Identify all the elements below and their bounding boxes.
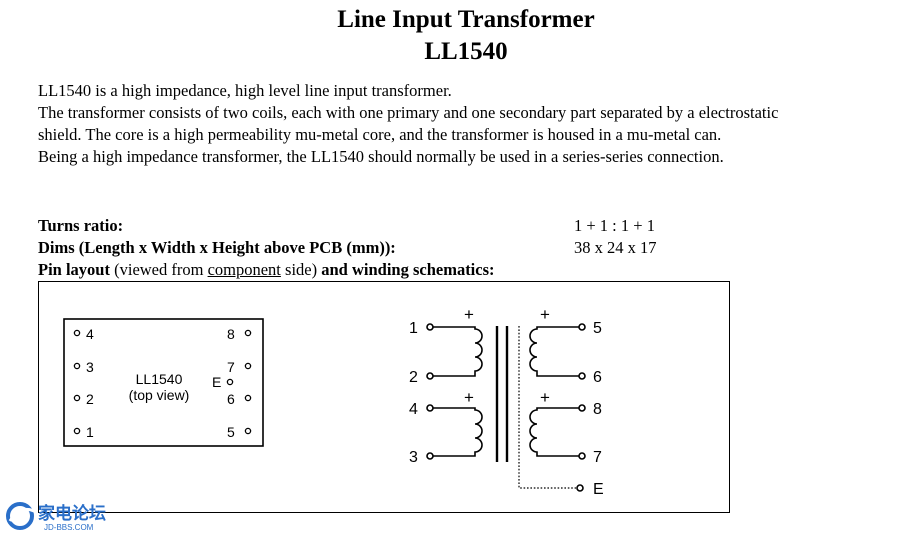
polarity-primary-bottom: + (464, 388, 474, 407)
pin-label-2: 2 (86, 391, 94, 407)
terminal-5-dot (578, 323, 586, 331)
terminal-e-dot (576, 484, 584, 492)
pin-label-5: 5 (227, 424, 235, 440)
pin-dot-2 (73, 394, 81, 402)
terminal-7-dot (578, 452, 586, 460)
pin-label-8: 8 (227, 326, 235, 342)
terminal-e-label: E (593, 481, 604, 498)
pin-dot-3 (73, 362, 81, 370)
turns-ratio-value: 1 + 1 : 1 + 1 (574, 216, 655, 235)
terminal-2-label: 2 (409, 369, 418, 386)
description-line-3: shield. The core is a high permeability … (38, 125, 722, 144)
pin-layout-component: component (207, 260, 281, 279)
terminal-5-label: 5 (593, 320, 602, 337)
terminal-8-dot (578, 404, 586, 412)
terminal-7-label: 7 (593, 449, 602, 466)
polarity-primary-top: + (464, 305, 474, 324)
pin-dot-4 (73, 329, 81, 337)
pin-label-1: 1 (86, 424, 94, 440)
model-title: LL1540 (424, 38, 508, 65)
primary-top-coil (433, 326, 483, 377)
pin-label-3: 3 (86, 359, 94, 375)
watermark-text: 家电论坛 (38, 503, 106, 523)
pin-dot-8 (244, 329, 252, 337)
pin-layout-paren-close: side) (280, 260, 322, 279)
pin-label-6: 6 (227, 391, 235, 407)
pin-label-e: E (212, 374, 221, 390)
pin-box-outline (63, 318, 264, 447)
terminal-4-label: 4 (409, 401, 418, 418)
dims-label: Dims (Length x Width x Height above PCB … (38, 238, 396, 257)
pin-dot-6 (244, 394, 252, 402)
pin-dot-5 (244, 427, 252, 435)
pin-dot-e (226, 378, 234, 386)
pin-layout-label: Pin layout (viewed from component side) … (38, 259, 495, 281)
pin-layout-bold-2: and winding schematics: (321, 260, 495, 279)
view-note: (top view) (129, 387, 190, 403)
description-line-1: LL1540 is a high impedance, high level l… (38, 81, 452, 100)
page-title: Line Input Transformer (337, 6, 595, 33)
terminal-8-label: 8 (593, 401, 602, 418)
pin-dot-1 (73, 427, 81, 435)
secondary-bottom-coil (529, 407, 579, 457)
turns-ratio-label: Turns ratio: (38, 216, 124, 235)
dims-value: 38 x 24 x 17 (574, 238, 657, 257)
description-line-4: Being a high impedance transformer, the … (38, 147, 724, 166)
secondary-top-coil (529, 326, 579, 377)
polarity-secondary-bottom: + (540, 388, 550, 407)
terminal-1-label: 1 (409, 320, 418, 337)
terminal-3-label: 3 (409, 449, 418, 466)
terminal-6-dot (578, 372, 586, 380)
pin-dot-7 (244, 362, 252, 370)
primary-bottom-coil (433, 407, 483, 457)
pin-label-4: 4 (86, 326, 94, 342)
terminal-4-dot (426, 404, 434, 412)
terminal-6-label: 6 (593, 369, 602, 386)
pin-label-7: 7 (227, 359, 235, 375)
pin-layout-paren-open: (viewed from (109, 260, 208, 279)
pin-layout-bold: Pin layout (38, 260, 110, 279)
watermark-swirl-icon (6, 502, 34, 530)
terminal-3-dot (426, 452, 434, 460)
watermark-url: JD-BBS.COM (44, 523, 94, 532)
winding-schematic: 1 2 4 3 5 6 8 7 E + + (409, 305, 604, 498)
part-name: LL1540 (136, 371, 183, 387)
polarity-secondary-top: + (540, 305, 550, 324)
description-line-2: The transformer consists of two coils, e… (38, 103, 779, 122)
watermark-logo: 家电论坛 JD-BBS.COM (6, 502, 106, 532)
terminal-2-dot (426, 372, 434, 380)
terminal-1-dot (426, 323, 434, 331)
pin-layout-box: 4 3 2 1 8 7 6 5 E LL1540 (top view) (63, 318, 264, 447)
shield-line (518, 326, 576, 489)
diagram-frame (38, 281, 730, 513)
